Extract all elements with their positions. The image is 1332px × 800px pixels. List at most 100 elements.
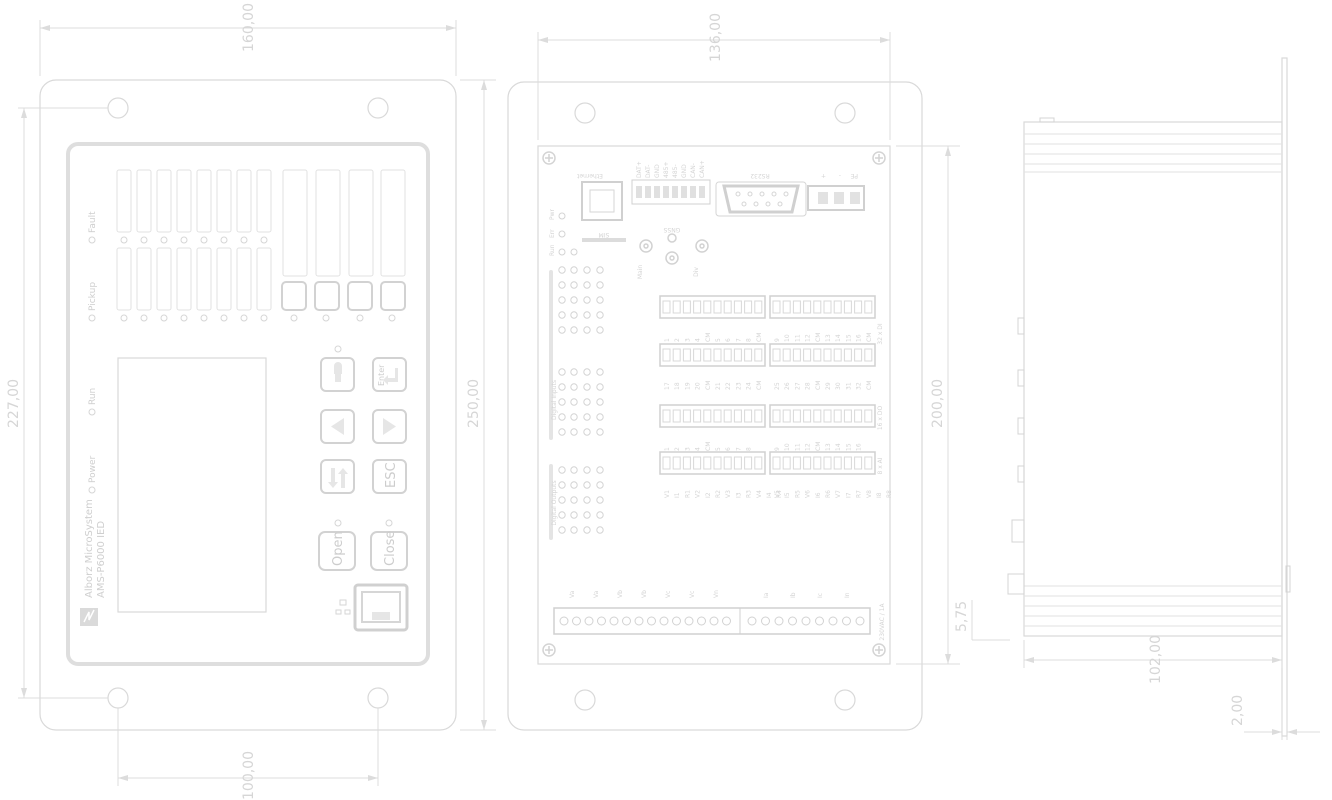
svg-text:+: + [821,172,826,179]
terminal-label: R2 [715,490,722,498]
digital-inputs-label: Digital Inputs [551,380,558,420]
function-keys[interactable] [281,281,406,311]
io-led [596,496,604,504]
dim-rear-width: 136,00 [708,13,724,62]
io-led [596,311,604,319]
terminal-label: I4 [766,492,773,498]
terminal-label: R5 [794,490,801,498]
terminal-label: R7 [856,490,863,498]
terminal-label: 21 [715,382,722,390]
open-button[interactable] [318,531,356,571]
terminal-label: 15 [845,443,852,451]
terminal-label: 27 [794,382,801,390]
io-led [570,398,578,406]
terminal-screw [761,616,770,626]
terminal-label: R3 [746,490,753,498]
terminal-label: 24 [746,382,753,390]
mount-hole [107,97,129,119]
board-screws [542,151,886,657]
open-label: Open [331,531,346,566]
terminal-screw [709,616,719,626]
esc-button[interactable] [372,459,407,494]
terminal-label: CM [705,381,712,390]
terminal-label: 9 [774,447,781,451]
pickup-label: Pickup [88,282,98,311]
front-ethernet-port [335,583,409,632]
terminal-label: 14 [835,334,842,342]
terminal-label: 32 [856,382,863,390]
close-button[interactable] [370,531,408,571]
terminal-screw [584,616,594,626]
terminal-label: 6 [725,447,732,451]
terminal-label: V1 [664,490,671,498]
terminal-label: 17 [664,382,671,390]
io-led [596,481,604,489]
terminal-label: 2 [674,338,681,342]
io-led [558,496,566,504]
io-led [570,326,578,334]
terminal-label: 3 [684,338,691,342]
terminal-label: CM [866,381,873,390]
terminal-label: 12 [805,443,812,451]
svg-text:SIM: SIM [599,231,610,238]
digital-outputs-label: Digital Outputs [551,480,558,525]
io-led [558,296,566,304]
close-label: Close [383,531,398,566]
terminal-label: I8 [876,492,883,498]
front-dimensions: 160,00 227,00 100,00 250,00 [6,3,496,800]
power-label: Power [88,455,98,483]
terminal-screw [622,616,631,626]
terminal-label: 16 [856,334,863,342]
io-led [570,428,578,436]
io-led [596,266,604,274]
rear-dimensions: 136,00 200,00 5,75 [537,13,1010,665]
io-led [583,383,591,391]
enter-button[interactable] [372,357,407,392]
svg-text:-: - [839,172,841,179]
key-icon [334,362,342,382]
lcd-screen [117,357,267,613]
terminal-screw [774,616,784,626]
io-led [596,281,604,289]
terminal-screw [559,616,569,626]
terminal-screw [747,616,757,626]
terminal-label: I5 [784,492,791,498]
io-led [570,413,578,421]
updown-button[interactable] [320,459,355,494]
terminal-screw [659,616,669,626]
rs232-label: RS232 [750,172,770,179]
terminal-label: V5 [774,490,781,498]
io-led [558,466,566,474]
front-bezel [66,142,430,666]
io-led [570,296,578,304]
svg-text:230VAC / 1A: 230VAC / 1A [879,603,886,641]
terminal-screw [609,616,619,626]
io-led [570,511,578,519]
svg-text:Err: Err [549,229,556,238]
io-led [596,398,604,406]
terminal-label: 20 [695,382,702,390]
svg-text:Pwr: Pwr [549,208,556,220]
terminal-label: CM [866,333,873,342]
current-term-label: Ib [790,592,797,598]
terminal-label: V7 [835,490,842,498]
terminal-label: CM [705,333,712,342]
terminal-label: 28 [805,382,812,390]
svg-text:485-: 485- [672,164,679,178]
voltage-term-label: Vn [713,590,720,598]
terminal-label: 6 [725,338,732,342]
terminal-label: 25 [774,382,781,390]
io-led [558,383,566,391]
mount-hole [367,97,389,119]
do-count-label: 16 x DO [877,406,884,431]
keypad[interactable]: Enter ESC Open Close [318,345,408,571]
dim-front-height: 227,00 [6,379,22,428]
io-led [558,281,566,289]
io-led [583,496,591,504]
dim-rear-offset: 5,75 [954,601,970,632]
rear-top-connectors: Ethernet DAT+ DAT- GND 485+ 485- GND CAN… [576,160,865,242]
terminal-screw [842,616,851,626]
side-dimensions: 102,00 2,00 [1023,635,1320,740]
